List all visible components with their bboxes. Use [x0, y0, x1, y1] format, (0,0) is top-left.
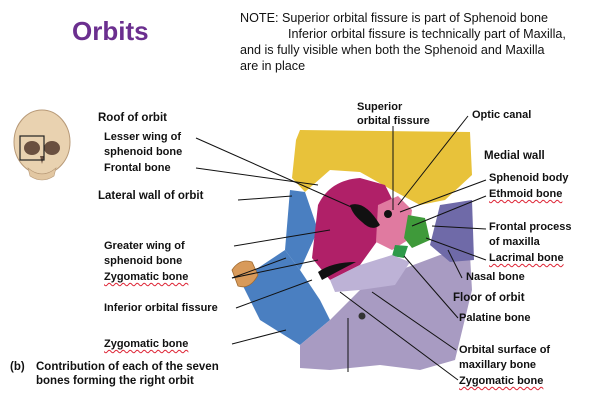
sphenoid-region: [312, 178, 395, 280]
label-frontal-bone: Frontal bone: [104, 162, 171, 174]
note-line-2: Inferior orbital fissure is technically …: [288, 27, 566, 41]
label-zygomatic-left: Zygomatic bone: [104, 271, 189, 283]
skull-thumbnail-icon: [13, 109, 71, 181]
label-sphenoid-body: Sphenoid body: [489, 172, 569, 184]
leader-lines: [195, 115, 487, 381]
lacrimal-region: [404, 215, 430, 248]
zygomatic-region-lower: [240, 250, 330, 345]
optic-canal-mark: [384, 210, 392, 218]
label-lesser-wing-2: sphenoid bone: [104, 146, 183, 158]
label-greater-wing-1: Greater wing of: [104, 240, 185, 252]
label-palatine-bone: Palatine bone: [459, 312, 531, 324]
label-greater-wing-2: sphenoid bone: [104, 255, 183, 267]
label-ethmoid-bone: Ethmoid bone: [489, 188, 563, 200]
label-frontal-process-1: Frontal process: [489, 221, 572, 233]
label-medial-wall: Medial wall: [484, 150, 545, 162]
inferior-fissure-mark: [318, 262, 356, 280]
label-frontal-process-2: of maxilla: [489, 236, 540, 248]
label-optic-canal: Optic canal: [472, 109, 532, 121]
caption-line-2: bones forming the right orbit: [36, 375, 194, 387]
ethmoid-region: [376, 196, 412, 250]
label-superior-2: orbital fissure: [357, 115, 430, 127]
foramen-mark: [358, 312, 366, 320]
frontal-bone-region: [292, 130, 472, 205]
note-line-4: are in place: [240, 59, 306, 73]
caption-line-1: Contribution of each of the seven: [36, 361, 219, 373]
label-zygomatic-right: Zygomatic bone: [459, 375, 544, 387]
orbit-floor-region: [330, 255, 410, 292]
label-lateral-wall: Lateral wall of orbit: [98, 190, 204, 202]
note-text: NOTE: Superior orbital fissure is part o…: [240, 10, 600, 74]
label-lacrimal-bone: Lacrimal bone: [489, 252, 564, 264]
figure-caption: (b) Contribution of each of the seven bo…: [10, 360, 219, 388]
label-floor-of-orbit: Floor of orbit: [453, 292, 525, 304]
zygomatic-arch: [231, 260, 259, 288]
palatine-region: [392, 245, 408, 258]
maxilla-region: [300, 255, 472, 370]
caption-marker: (b): [10, 361, 25, 373]
label-roof-of-orbit: Roof of orbit: [98, 112, 167, 124]
label-orbital-surface-1: Orbital surface of: [459, 344, 551, 356]
note-line-3: and is fully visible when both the Sphen…: [240, 43, 545, 57]
nasal-region: [430, 200, 474, 262]
label-nasal-bone: Nasal bone: [466, 271, 525, 283]
page-title: Orbits: [72, 16, 149, 46]
label-orbital-surface-2: maxillary bone: [459, 359, 537, 371]
zygomatic-region-upper: [285, 190, 318, 270]
label-zygomatic-bottom: Zygomatic bone: [104, 338, 189, 350]
label-superior-1: Superior: [357, 101, 403, 113]
label-inferior-orbital-fissure: Inferior orbital fissure: [104, 302, 218, 314]
label-lesser-wing-1: Lesser wing of: [104, 131, 182, 143]
note-line-1: NOTE: Superior orbital fissure is part o…: [240, 11, 549, 25]
